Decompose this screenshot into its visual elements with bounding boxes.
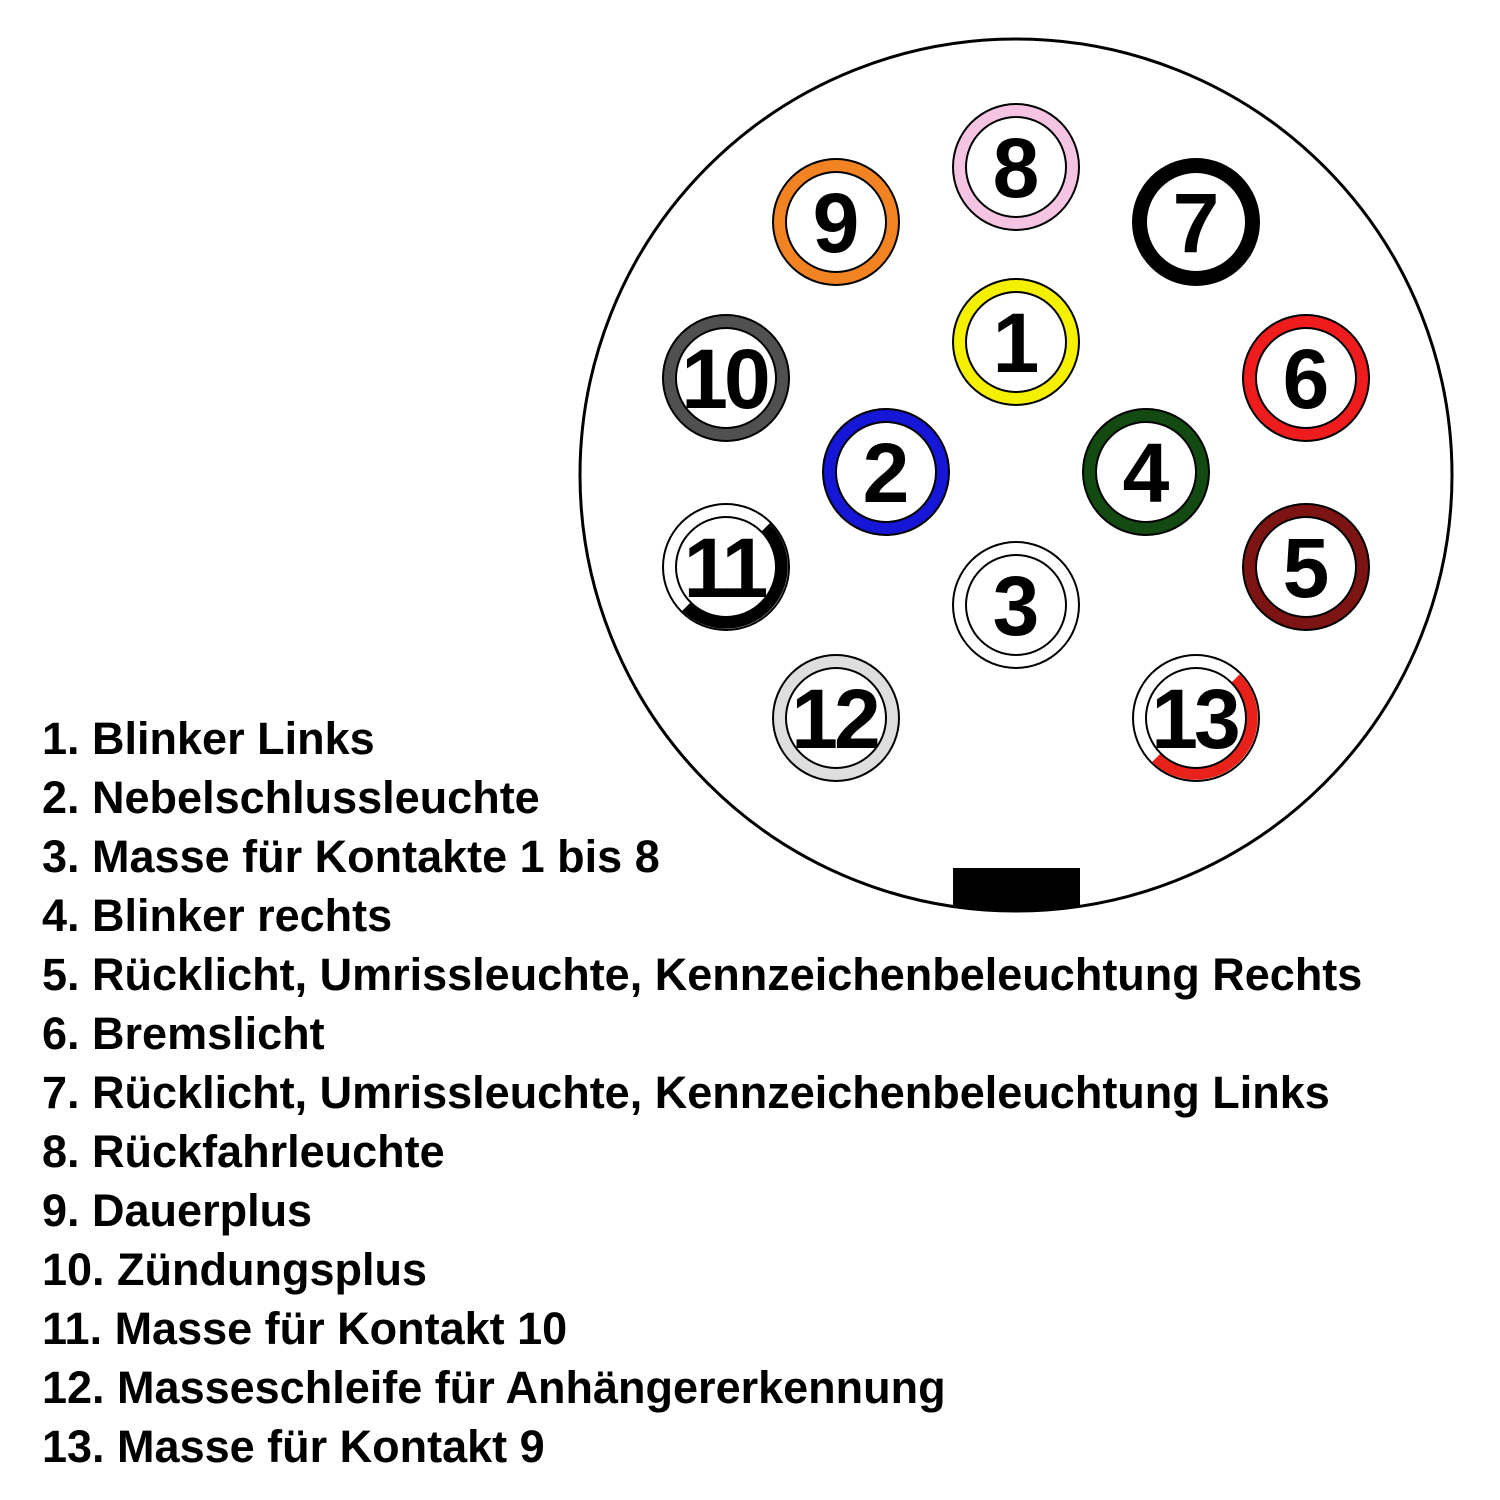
pin-number: 2 [863,426,910,520]
legend-item-7: 7. Rücklicht, Umrissleuchte, Kennzeichen… [42,1067,1330,1118]
pin-face [1097,423,1195,521]
pin-number: 12 [791,672,878,766]
pin-number: 5 [1283,521,1330,615]
pin-face [787,669,885,767]
pin-number: 4 [1123,426,1170,520]
pin-number: 11 [684,521,767,615]
pin-face [787,173,885,271]
pin-9: 9 [772,158,900,286]
legend-item-12: 12. Masseschleife für Anhängererkennung [42,1362,946,1413]
pin-legend: 1. Blinker Links 2. Nebelschlussleuchte … [42,709,1362,1476]
pin-number: 6 [1283,332,1330,426]
pin-13: 13 [1132,654,1260,782]
pin-2: 2 [822,408,950,536]
pin-number: 13 [1151,672,1238,766]
pin-number: 7 [1173,176,1220,270]
pin-face [967,118,1065,216]
legend-item-9: 9. Dauerplus [42,1185,313,1236]
legend-item-13: 13. Masse für Kontakt 9 [42,1421,545,1472]
pin-7: 7 [1132,158,1260,286]
pin-face [1147,173,1245,271]
legend-item-6: 6. Bremslicht [42,1008,325,1059]
legend-item-8: 8. Rückfahrleuchte [42,1126,445,1177]
legend-item-3: 3. Masse für Kontakte 1 bis 8 [42,831,660,882]
pin-face [677,329,775,427]
pin-5: 5 [1242,503,1370,631]
key-notch [953,868,1080,910]
pin-number: 10 [681,332,768,426]
pin-face [1257,329,1355,427]
pin-face [967,556,1065,654]
pin-4: 4 [1082,408,1210,536]
legend-item-4: 4. Blinker rechts [42,890,393,941]
legend-item-2: 2. Nebelschlussleuchte [42,772,540,823]
pin-face [967,293,1065,391]
pin-3: 3 [952,541,1080,669]
pin-number: 9 [813,176,860,270]
pin-number: 8 [993,121,1040,215]
pin-face [1257,518,1355,616]
pin-8: 8 [952,103,1080,231]
pin-number: 3 [993,559,1040,653]
legend-item-11: 11. Masse für Kontakt 10 [42,1303,568,1354]
legend-item-10: 10. Zündungsplus [42,1244,428,1295]
pin-1: 1 [952,278,1080,406]
legend-item-5: 5. Rücklicht, Umrissleuchte, Kennzeichen… [42,949,1363,1000]
pin-face [1147,669,1245,767]
pin-10: 10 [662,314,790,442]
pin-11: 11 [662,503,790,631]
pin-6: 6 [1242,314,1370,442]
pin-face [837,423,935,521]
pin-face [677,518,775,616]
pin-12: 12 [772,654,900,782]
legend-item-1: 1. Blinker Links [42,713,375,764]
pin-number: 1 [993,296,1040,390]
